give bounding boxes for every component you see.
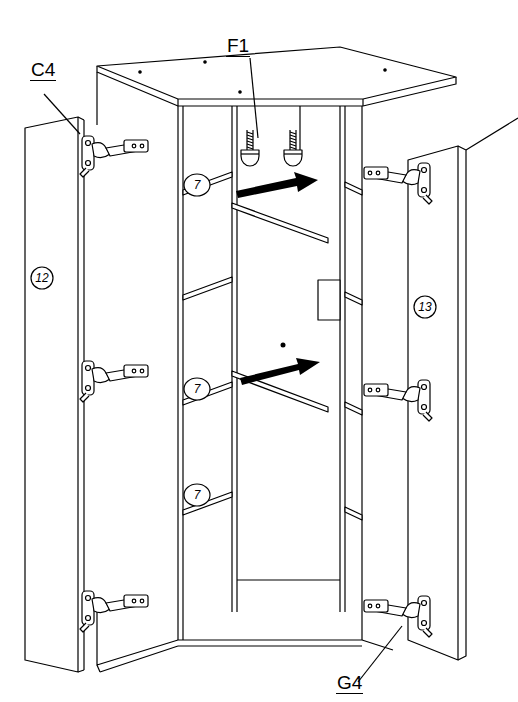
callout-number: 7	[194, 383, 201, 395]
hinge	[80, 361, 148, 402]
hanger-bolt	[284, 130, 302, 166]
shelf	[345, 507, 362, 520]
shelf	[183, 172, 232, 195]
shelf	[345, 402, 362, 415]
hinge	[80, 136, 148, 177]
part-code: G4	[336, 673, 363, 694]
part-code: F1	[226, 36, 250, 57]
callout-number: 13	[418, 301, 431, 313]
hanger-bolt	[241, 130, 259, 166]
callout-number: 7	[194, 489, 201, 501]
callout-number: 7	[194, 179, 201, 191]
shelf	[183, 277, 232, 300]
shelf	[345, 292, 362, 305]
shelf	[345, 182, 362, 195]
shelf	[183, 172, 232, 515]
hinge	[364, 163, 432, 204]
hinge	[364, 380, 432, 421]
hinge	[80, 591, 148, 632]
callout-number: 12	[35, 272, 48, 284]
part-code: C4	[30, 60, 56, 81]
